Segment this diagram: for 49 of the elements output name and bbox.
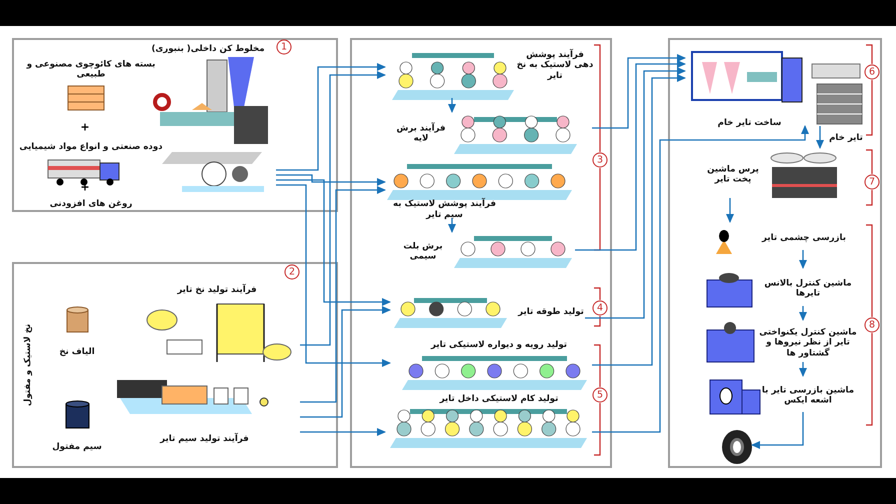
arrow <box>276 63 386 171</box>
arrow <box>448 98 456 113</box>
step-label: تولید طوقه تایر <box>516 306 585 318</box>
arrow <box>300 186 386 403</box>
panel <box>350 38 612 468</box>
arrow <box>592 54 686 129</box>
arrow <box>448 218 456 233</box>
side-title: نخ لاستیک و مفتول <box>22 324 34 406</box>
arrow <box>575 60 686 251</box>
step-label: فرآیند برش لایه <box>395 124 447 144</box>
arrow <box>276 179 391 306</box>
step-label: بسته های کائوچوی مصنوعی و طبیعی <box>25 60 156 80</box>
step-label: ماشین کنترل یکنواختی تایر از نظر نیروها و گشتاور ها <box>758 328 858 358</box>
step-label: بازرسی چشمی تایر <box>760 232 847 244</box>
arrow <box>585 67 686 319</box>
arrow <box>300 428 386 436</box>
arrow <box>276 174 386 186</box>
step-label: فرآیند پوشش لاستیک به سیم تایر <box>392 199 497 220</box>
step-label: پرس ماشین پخت تایر <box>706 164 760 186</box>
arrow <box>816 126 824 149</box>
arrow <box>300 306 391 418</box>
step-label: ماشین کنترل بالانس تایرها <box>763 278 853 300</box>
step-label: مخلوط کن داخلی( بنبوری) <box>150 44 266 54</box>
step-label: فرآیند پوشش دهی لاستیک به نخ تایر <box>516 50 594 81</box>
arrow <box>592 74 686 366</box>
step-label: الیاف نخ <box>58 346 96 357</box>
arrow <box>276 184 391 367</box>
step-label: فرآیند تولید نخ تایر <box>176 285 258 296</box>
arrow <box>799 306 807 321</box>
arrow <box>726 198 734 223</box>
step-label: سیم مفتول <box>51 442 103 452</box>
arrow <box>751 412 804 449</box>
arrow <box>300 71 386 346</box>
arrow <box>592 125 809 433</box>
step-label: ماشین بازرسی تایر با اشعه ایکس <box>760 386 856 406</box>
edge-label: تایر خام <box>828 132 864 144</box>
step-label: روغن های افزودنی <box>48 198 134 210</box>
step-label: دوده صنعتی و انواع مواد شیمیایی <box>18 142 164 152</box>
step-label: ساخت تایر خام <box>716 118 782 128</box>
arrow <box>799 362 807 377</box>
step-label: فرآیند تولید سیم تایر <box>158 434 250 444</box>
panel <box>668 38 882 468</box>
step-label: تولید کام لاستیکی داخل تایر <box>438 394 560 404</box>
panel <box>12 38 338 212</box>
step-label: تولید رویه و دیواره لاستیکی تایر <box>430 340 568 350</box>
arrow <box>799 250 807 269</box>
panel <box>12 262 338 468</box>
step-label: برش بلت سیمی <box>402 242 444 262</box>
plus-sign: + <box>80 120 90 134</box>
